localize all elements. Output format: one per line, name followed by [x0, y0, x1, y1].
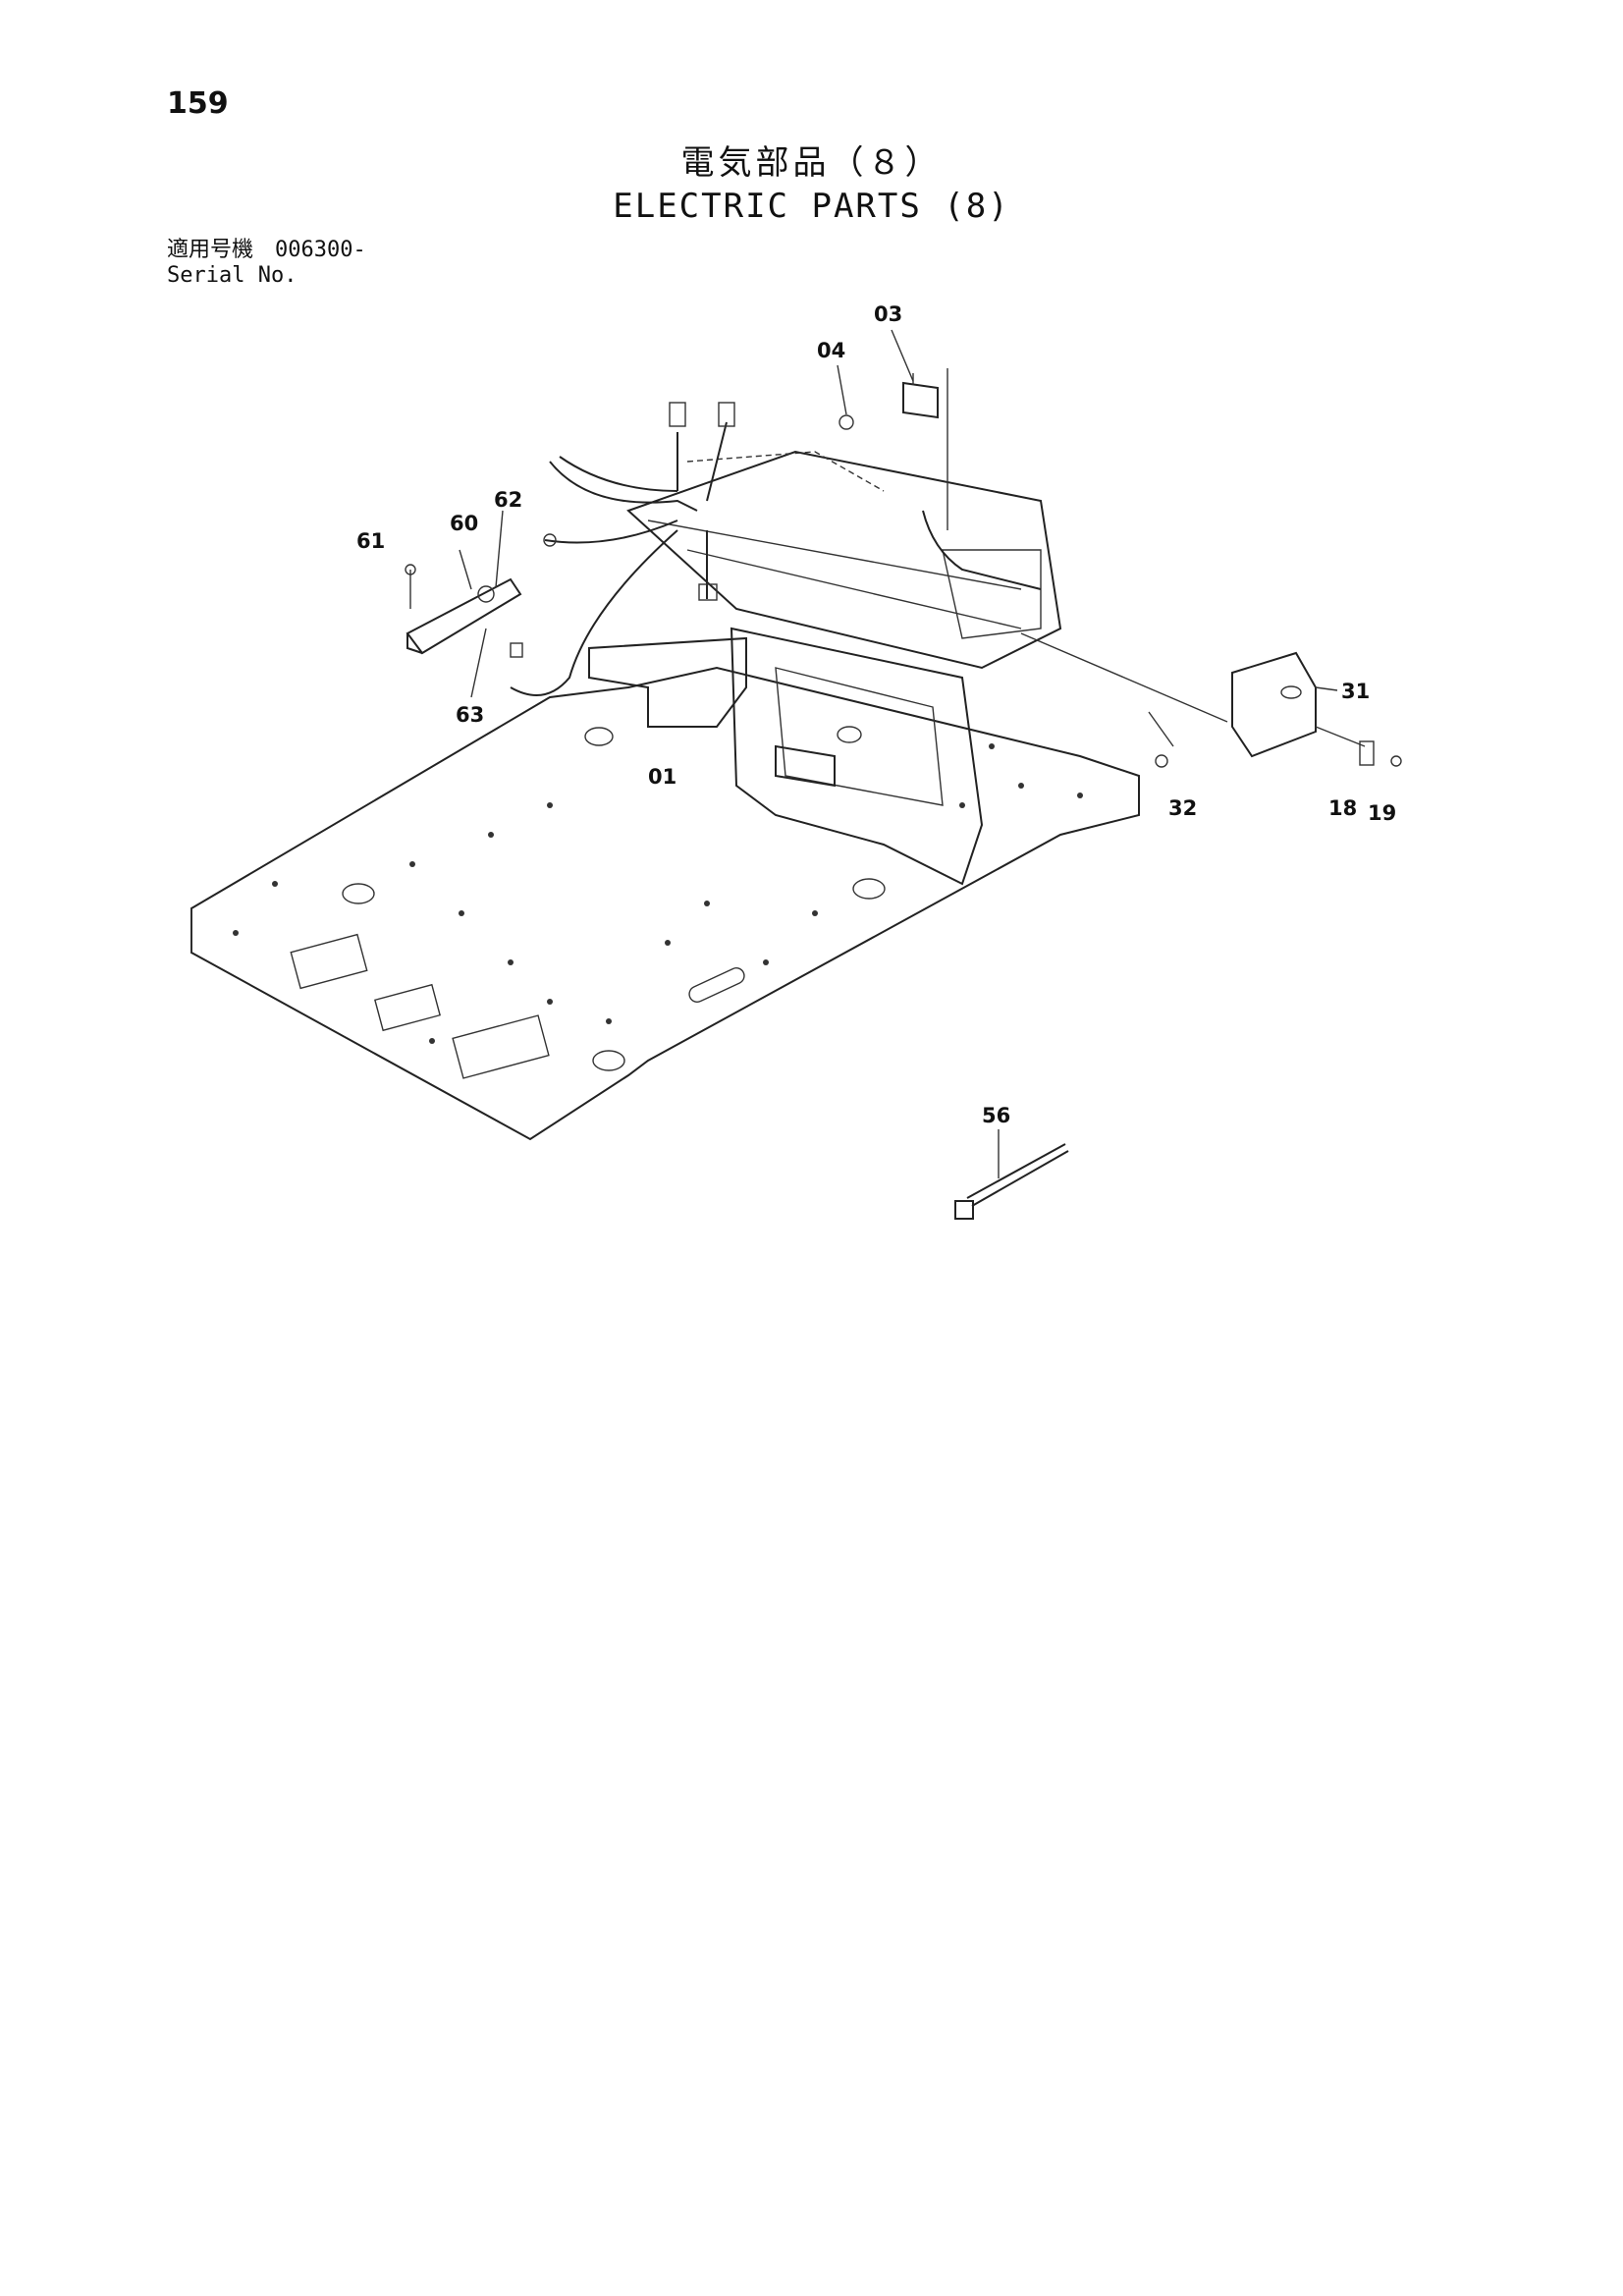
screw-part-32 — [1148, 711, 1174, 768]
callout-56: 56 — [982, 1104, 1010, 1127]
callout-18: 18 — [1328, 796, 1357, 820]
callout-03: 03 — [874, 302, 902, 326]
relay-part-03 — [891, 329, 948, 530]
callout-04: 04 — [817, 339, 845, 362]
floor-plate — [190, 666, 1140, 1141]
bolt-part-04 — [837, 364, 854, 430]
bracket-part-60 — [405, 510, 523, 698]
clip-parts-18-19 — [1359, 740, 1402, 767]
wire-harness — [510, 402, 1042, 696]
callout-63: 63 — [456, 703, 484, 727]
callout-61: 61 — [356, 529, 385, 553]
callout-60: 60 — [450, 512, 478, 535]
center-frame — [588, 450, 1062, 886]
callout-19: 19 — [1368, 801, 1396, 825]
serial-label-english: Serial No. — [167, 263, 298, 288]
page-title-japanese: 電気部品（８） — [680, 143, 943, 183]
callout-31: 31 — [1341, 680, 1370, 703]
bracket-part-31 — [1020, 632, 1366, 758]
serial-label-japanese: 適用号機 — [167, 238, 254, 262]
cable-tie-part-56 — [954, 1129, 1069, 1220]
callout-32: 32 — [1168, 796, 1197, 820]
page-number: 159 — [167, 86, 229, 121]
serial-value: 006300- — [275, 238, 366, 262]
page-title-english: ELECTRIC PARTS (8) — [613, 187, 1010, 226]
serial-block: 適用号機 006300- Serial No. — [167, 238, 366, 289]
callout-62: 62 — [494, 488, 522, 512]
callout-01: 01 — [648, 765, 676, 789]
